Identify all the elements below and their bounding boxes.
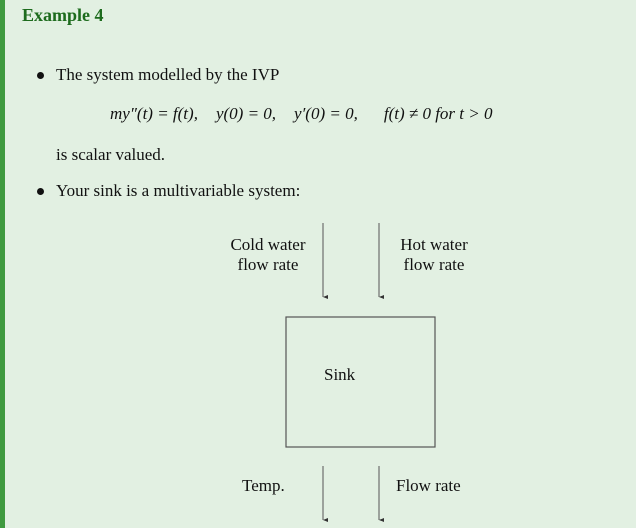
input-label-hot: Hot water flow rate <box>384 235 484 275</box>
input-label-cold-line2: flow rate <box>237 255 299 274</box>
output-label-flow: Flow rate <box>396 476 461 495</box>
input-label-hot-line2: flow rate <box>403 255 465 274</box>
equation-part-3: y′(0) = 0, <box>294 104 358 123</box>
equation-part-2: y(0) = 0, <box>215 104 277 123</box>
block-title: Example 4 <box>22 5 104 25</box>
equation-part-1: my″(t) = f(t), <box>110 104 198 123</box>
output-label-temp: Temp. <box>242 476 285 495</box>
input-label-cold-line1: Cold water <box>230 235 306 254</box>
equation: my″(t) = f(t), y(0) = 0, y′(0) = 0, f(t) ≠ … <box>110 105 493 122</box>
bullet-text-1: The system modelled by the IVP <box>56 65 280 84</box>
sink-box <box>285 316 436 448</box>
equation-part-4: f(t) ≠ 0 for t > 0 <box>383 104 493 123</box>
input-label-cold: Cold water flow rate <box>218 235 318 275</box>
bullet-icon <box>37 72 44 79</box>
bullet-icon <box>37 188 44 195</box>
sink-label: Sink <box>324 365 356 384</box>
continuation-text: is scalar valued. <box>56 145 166 164</box>
accent-bar <box>0 0 5 528</box>
input-label-hot-line1: Hot water <box>400 235 468 254</box>
bullet-text-2: Your sink is a multivariable system: <box>56 181 301 200</box>
